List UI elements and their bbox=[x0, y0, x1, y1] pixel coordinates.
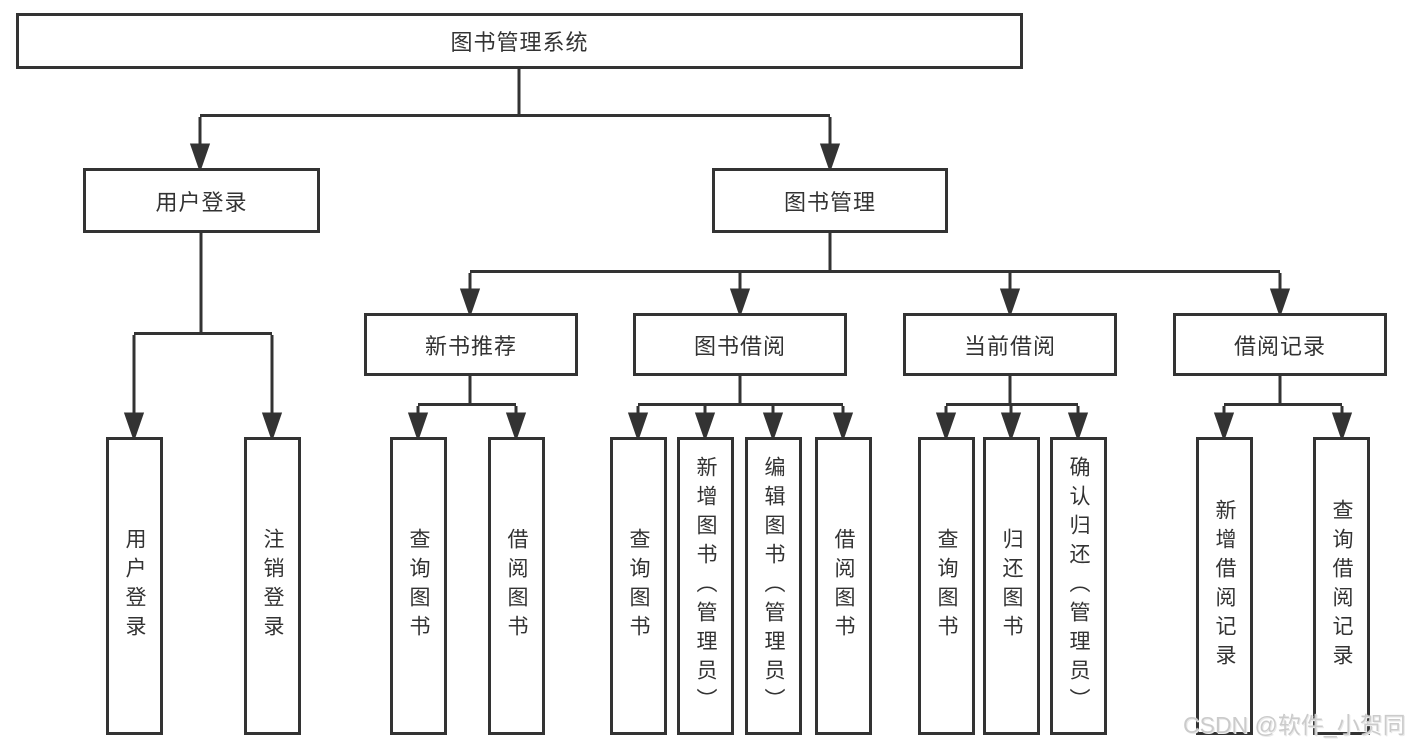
edge-new-book-recommend-bus bbox=[418, 376, 516, 406]
arrow-bb-query-book bbox=[627, 406, 649, 442]
leaf-user-login: 用户登录 bbox=[106, 437, 163, 735]
leaf-bb-edit-book-admin: 编辑图书（管理员） bbox=[745, 437, 802, 735]
leaf-br-add-record-label: 新增借阅记录 bbox=[1213, 499, 1236, 673]
leaf-bb-borrow-book-label: 借阅图书 bbox=[832, 528, 855, 644]
leaf-nbr-query-book: 查询图书 bbox=[390, 437, 447, 735]
node-user-login-label: 用户登录 bbox=[155, 189, 248, 215]
arrow-to-leaf-user-login bbox=[123, 335, 145, 442]
node-root: 图书管理系统 bbox=[16, 13, 1023, 69]
edge-root-bus bbox=[200, 69, 830, 117]
leaf-cb-return-book-label: 归还图书 bbox=[1000, 528, 1023, 644]
leaf-bb-query-book-label: 查询图书 bbox=[627, 528, 650, 644]
node-book-management-label: 图书管理 bbox=[783, 189, 876, 215]
leaf-cb-return-book: 归还图书 bbox=[983, 437, 1040, 735]
leaf-logout-label: 注销登录 bbox=[261, 528, 284, 644]
arrow-to-current-borrow bbox=[999, 273, 1021, 318]
node-book-management: 图书管理 bbox=[712, 168, 948, 233]
edge-book-borrow-bus bbox=[638, 376, 843, 406]
leaf-br-query-record-label: 查询借阅记录 bbox=[1330, 499, 1353, 673]
arrow-to-book-borrow bbox=[729, 273, 751, 318]
edge-book-management-bus bbox=[470, 233, 1280, 273]
node-current-borrow: 当前借阅 bbox=[903, 313, 1117, 376]
csdn-watermark: CSDN @软件_小贺同学 bbox=[1183, 712, 1405, 738]
arrow-br-query-record bbox=[1331, 406, 1353, 442]
node-current-borrow-label: 当前借阅 bbox=[963, 333, 1056, 359]
leaf-bb-edit-book-admin-label: 编辑图书（管理员） bbox=[762, 455, 785, 717]
node-borrow-record: 借阅记录 bbox=[1173, 313, 1387, 376]
arrow-nbr-borrow-book bbox=[505, 406, 527, 442]
edge-borrow-record-bus bbox=[1224, 376, 1342, 406]
leaf-logout: 注销登录 bbox=[244, 437, 301, 735]
leaf-user-login-label: 用户登录 bbox=[123, 528, 146, 644]
leaf-cb-query-book-label: 查询图书 bbox=[935, 528, 958, 644]
node-borrow-record-label: 借阅记录 bbox=[1233, 333, 1326, 359]
arrow-cb-query-book bbox=[935, 406, 957, 442]
edge-user-login-bus bbox=[134, 233, 272, 335]
leaf-cb-query-book: 查询图书 bbox=[918, 437, 975, 735]
arrow-bb-borrow-book bbox=[832, 406, 854, 442]
arrow-to-new-book-recommend bbox=[459, 273, 481, 318]
arrow-root-to-user-login bbox=[189, 117, 211, 173]
arrow-to-leaf-logout bbox=[261, 335, 283, 442]
leaf-br-add-record: 新增借阅记录 bbox=[1196, 437, 1253, 735]
arrow-bb-add-book bbox=[694, 406, 716, 442]
arrow-br-add-record bbox=[1213, 406, 1235, 442]
leaf-cb-confirm-return-admin-label: 确认归还（管理员） bbox=[1067, 455, 1090, 717]
leaf-nbr-borrow-book: 借阅图书 bbox=[488, 437, 545, 735]
arrow-cb-confirm-return bbox=[1067, 406, 1089, 442]
arrow-root-to-book-management bbox=[819, 117, 841, 173]
arrow-nbr-query-book bbox=[407, 406, 429, 442]
leaf-nbr-query-book-label: 查询图书 bbox=[407, 528, 430, 644]
leaf-bb-add-book-admin-label: 新增图书（管理员） bbox=[694, 455, 717, 717]
node-book-borrow: 图书借阅 bbox=[633, 313, 847, 376]
arrow-cb-return-book bbox=[1000, 406, 1022, 442]
leaf-nbr-borrow-book-label: 借阅图书 bbox=[505, 528, 528, 644]
node-new-book-recommend-label: 新书推荐 bbox=[424, 333, 517, 359]
edge-current-borrow-bus bbox=[946, 376, 1078, 406]
leaf-bb-add-book-admin: 新增图书（管理员） bbox=[677, 437, 734, 735]
leaf-bb-query-book: 查询图书 bbox=[610, 437, 667, 735]
node-root-label: 图书管理系统 bbox=[450, 30, 589, 55]
node-book-borrow-label: 图书借阅 bbox=[693, 333, 786, 359]
leaf-bb-borrow-book: 借阅图书 bbox=[815, 437, 872, 735]
leaf-br-query-record: 查询借阅记录 bbox=[1313, 437, 1370, 735]
arrow-bb-edit-book bbox=[762, 406, 784, 442]
node-user-login: 用户登录 bbox=[83, 168, 320, 233]
arrow-to-borrow-record bbox=[1269, 273, 1291, 318]
leaf-cb-confirm-return-admin: 确认归还（管理员） bbox=[1050, 437, 1107, 735]
node-new-book-recommend: 新书推荐 bbox=[364, 313, 578, 376]
